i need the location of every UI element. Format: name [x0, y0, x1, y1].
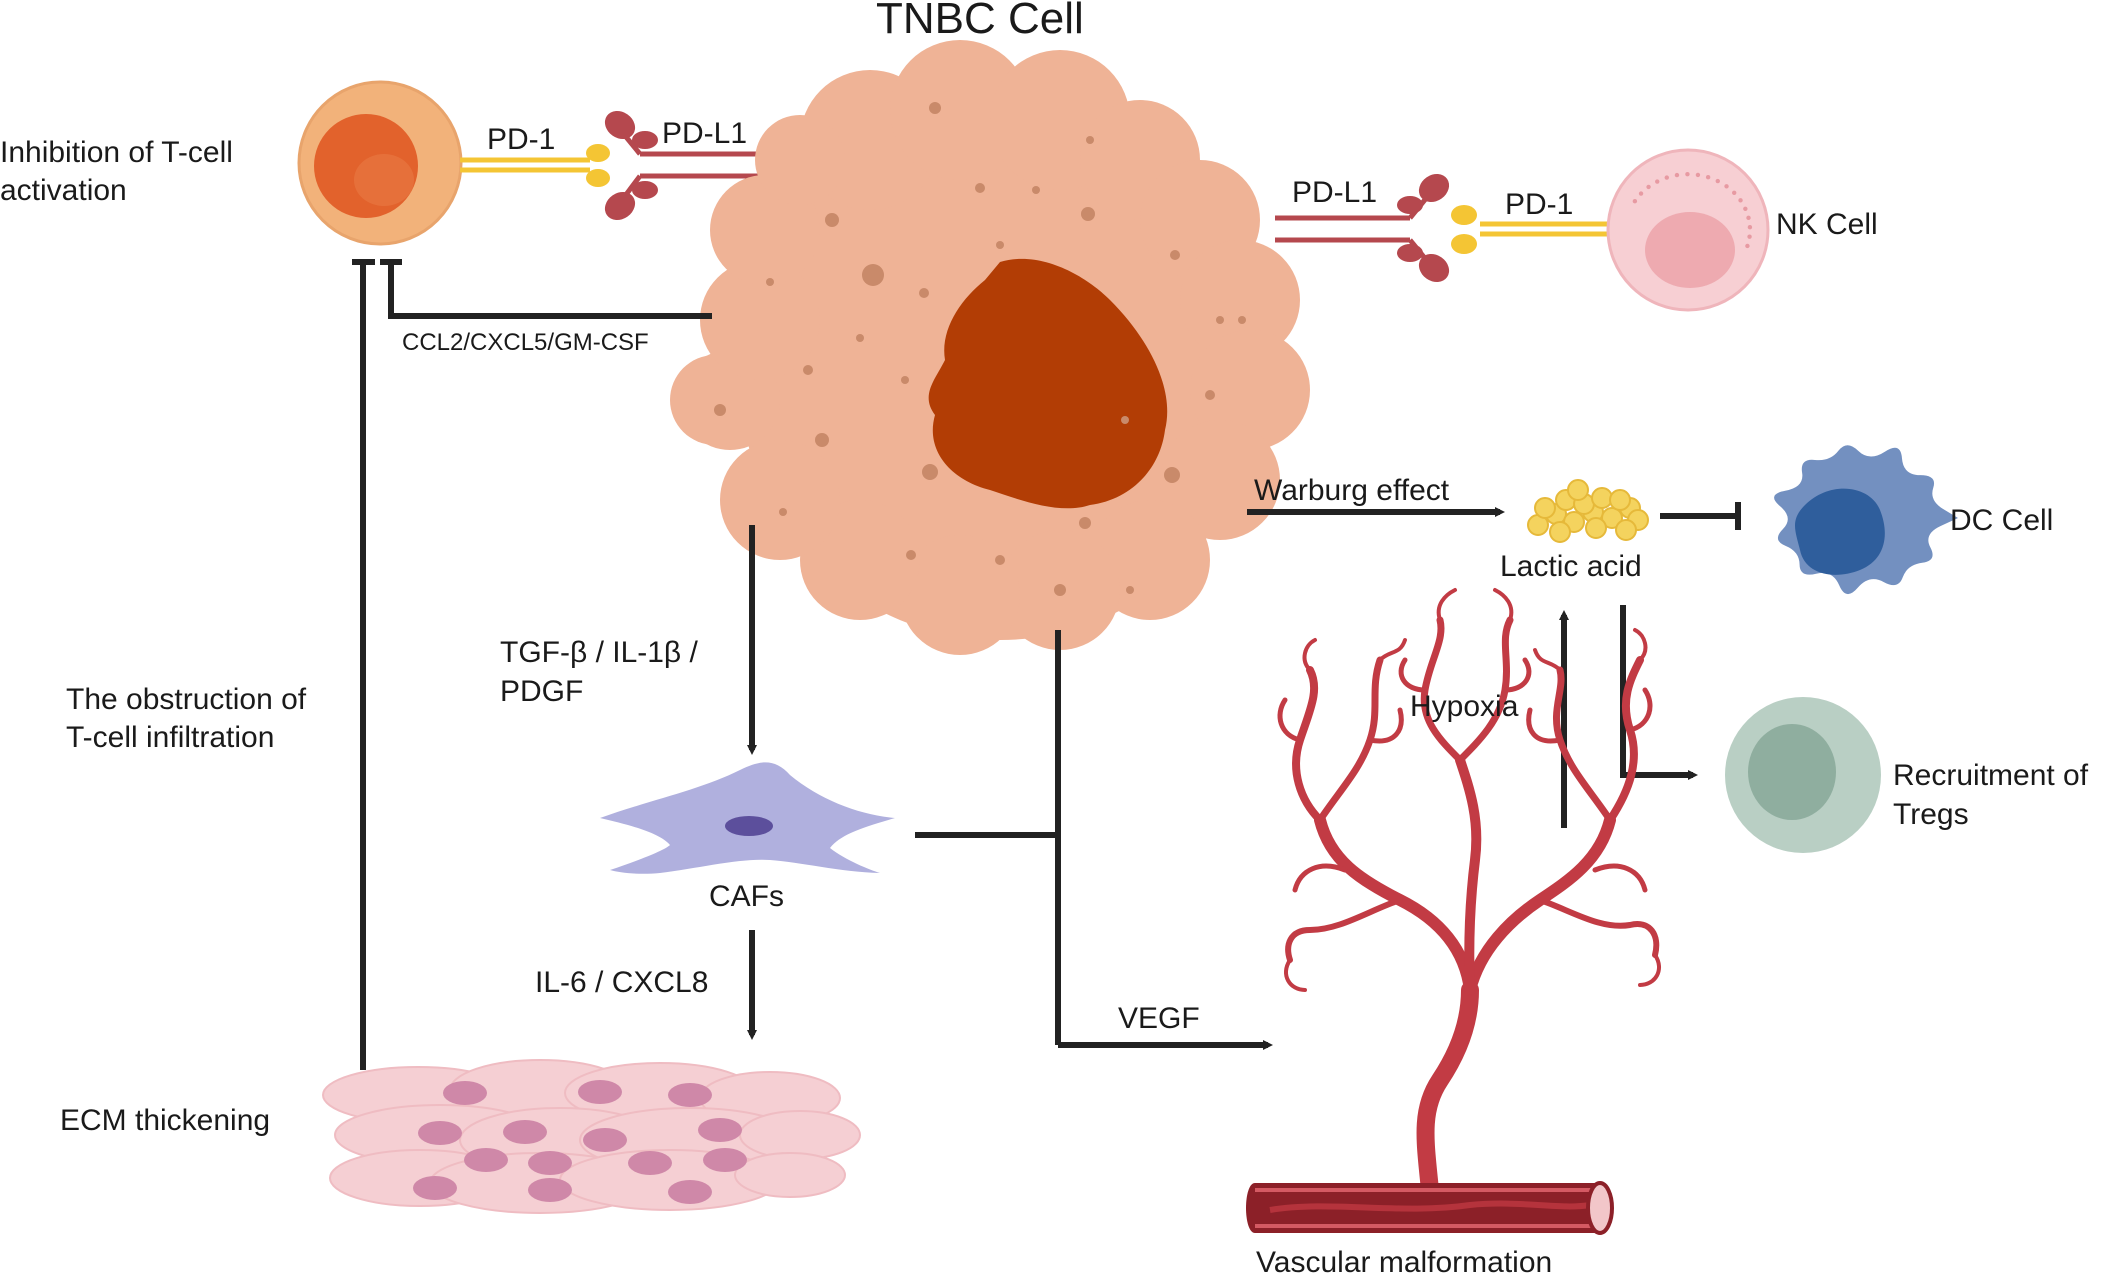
- arrows: [747, 502, 1741, 1050]
- label-warburg: Warburg effect: [1254, 474, 1450, 507]
- label-cafs: CAFs: [709, 880, 784, 913]
- label-ecm: ECM thickening: [60, 1104, 271, 1137]
- label-inhibition-line1: Inhibition of T-cell: [0, 136, 233, 169]
- label-tregs-line2: Tregs: [1893, 798, 1969, 831]
- label-il6: IL-6 / CXCL8: [535, 966, 709, 999]
- t-cell: [297, 80, 463, 246]
- label-tgf-line2: PDGF: [500, 675, 584, 708]
- nk-cell: [1606, 148, 1770, 312]
- label-tgf-line1: TGF-β / IL-1β /: [500, 636, 698, 669]
- vascular-tree: [1277, 588, 1661, 1199]
- label-hypoxia: Hypoxia: [1410, 690, 1519, 723]
- dc-cell: [1774, 445, 1958, 595]
- label-pd1-left: PD-1: [487, 123, 556, 156]
- caf-cell: [600, 762, 895, 874]
- pdl1-ligand-left: [604, 110, 780, 221]
- label-ccl2: CCL2/CXCL5/GM-CSF: [402, 329, 649, 356]
- diagram-title: TNBC Cell: [876, 0, 1084, 43]
- label-vegf: VEGF: [1118, 1002, 1200, 1035]
- label-pd1-right: PD-1: [1505, 188, 1574, 221]
- label-dc-cell: DC Cell: [1950, 504, 2054, 537]
- label-tregs-line1: Recruitment of: [1893, 759, 2089, 792]
- label-inhibition-line2: activation: [0, 174, 127, 207]
- inhibition-lines: [352, 259, 712, 1070]
- main-blood-vessel: [1246, 1181, 1614, 1235]
- pdl1-ligand-right: [1275, 173, 1450, 283]
- tnbc-cell: [670, 40, 1310, 655]
- label-lactic-acid: Lactic acid: [1500, 550, 1642, 583]
- label-pdl1-left: PD-L1: [662, 117, 748, 150]
- ecm-tissue: [322, 1059, 861, 1214]
- lactic-acid-particles: [1527, 479, 1649, 543]
- label-obstruction-line2: T-cell infiltration: [66, 721, 275, 754]
- label-obstruction-line1: The obstruction of: [66, 683, 307, 716]
- label-pdl1-right: PD-L1: [1292, 176, 1378, 209]
- label-nk-cell: NK Cell: [1776, 208, 1878, 241]
- treg-cell: [1725, 697, 1881, 853]
- pd1-receptor-left: [460, 144, 610, 187]
- pd1-receptor-right: [1451, 205, 1610, 254]
- label-vascular: Vascular malformation: [1256, 1246, 1553, 1279]
